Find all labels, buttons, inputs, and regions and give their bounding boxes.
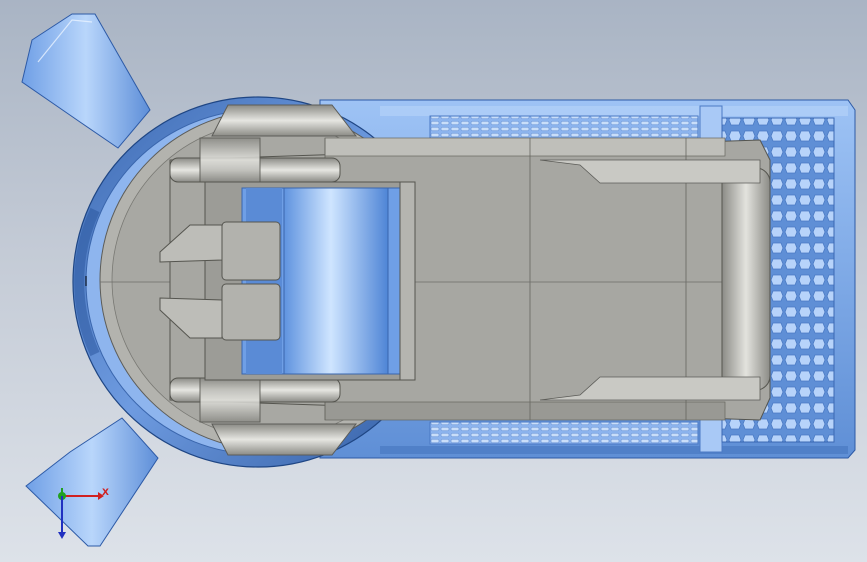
hinge-barrel-right[interactable] xyxy=(721,167,771,391)
base-wing-bottom[interactable] xyxy=(25,417,159,547)
latch-tab-lower[interactable] xyxy=(159,283,281,341)
hex-vent-strip-top xyxy=(429,115,699,139)
hinge-pin-bottom[interactable] xyxy=(169,377,341,423)
strap-slot-bottom xyxy=(539,376,761,401)
hinge-pin-top[interactable] xyxy=(169,137,341,183)
latch-tab-upper[interactable] xyxy=(159,221,281,281)
hex-vent-strip-bottom xyxy=(429,421,699,445)
roller-window[interactable] xyxy=(204,181,416,381)
base-wing-top[interactable] xyxy=(21,13,151,149)
strap-slot-top xyxy=(539,159,761,184)
